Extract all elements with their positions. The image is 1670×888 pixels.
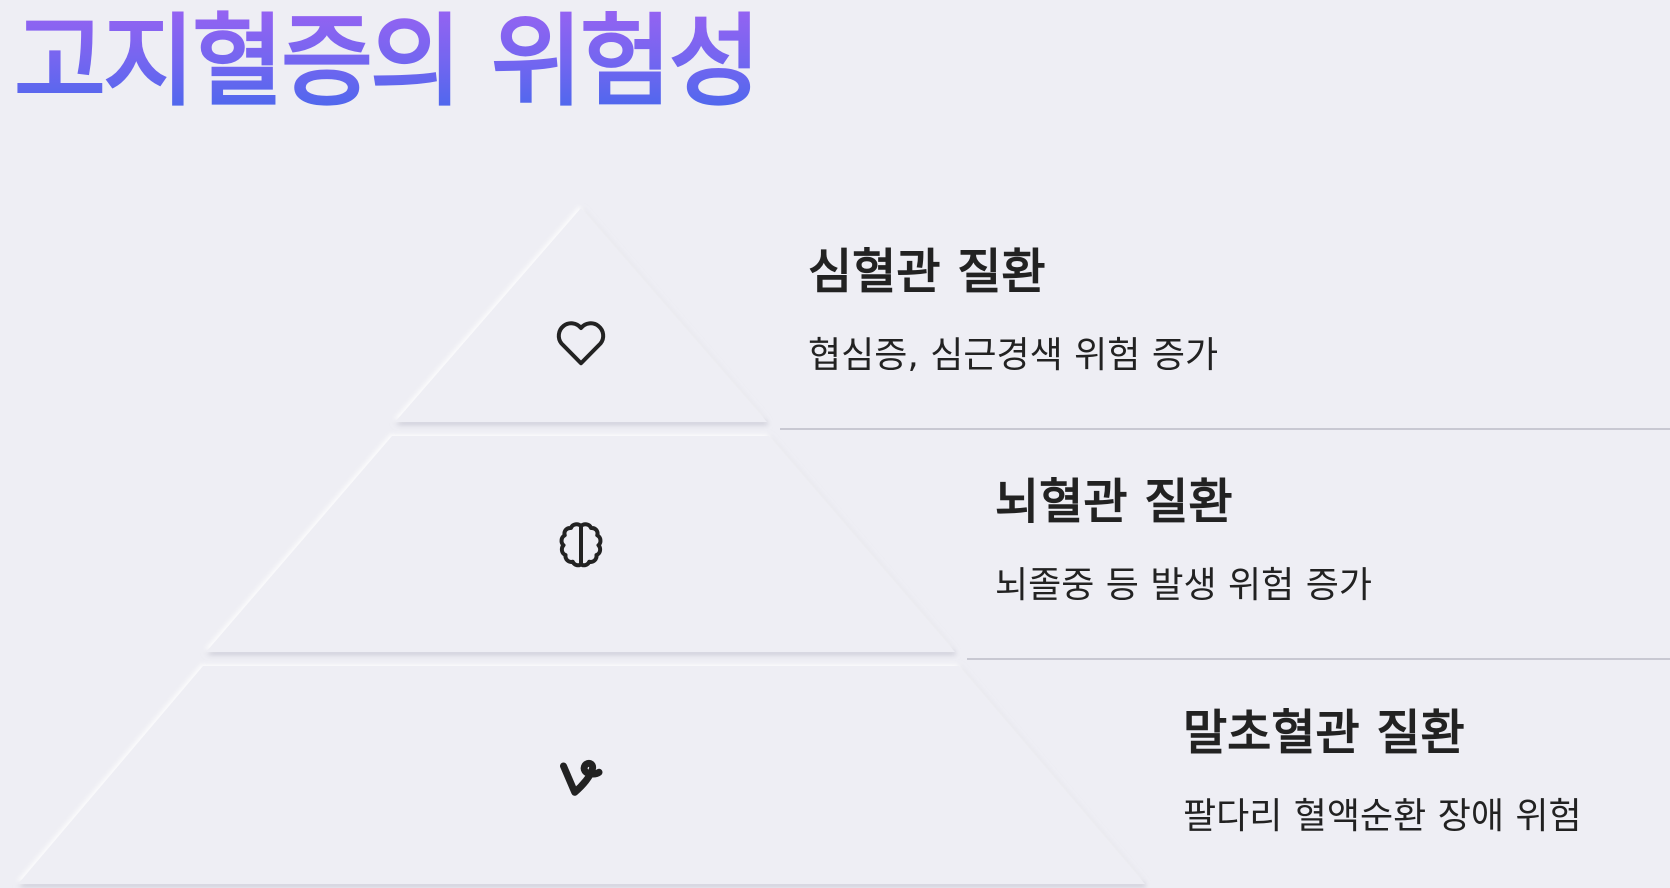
brain-icon: [551, 516, 611, 576]
level-1-title: 심혈관 질환: [808, 244, 1046, 300]
heart-icon: [551, 312, 611, 372]
pyramid-level-top: [395, 208, 767, 422]
level-1-description: 협심증, 심근경색 위험 증가: [808, 335, 1219, 376]
page-title: 고지혈증의 위험성: [14, 3, 761, 120]
pyramid-level-bottom: [18, 666, 1145, 884]
level-3-title: 말초혈관 질환: [1183, 705, 1465, 761]
level-2-description: 뇌졸중 등 발생 위험 증가: [995, 565, 1372, 606]
level-2-title: 뇌혈관 질환: [995, 474, 1233, 530]
vine-icon: [551, 746, 611, 806]
level-3-description: 팔다리 혈액순환 장애 위험: [1183, 796, 1582, 837]
